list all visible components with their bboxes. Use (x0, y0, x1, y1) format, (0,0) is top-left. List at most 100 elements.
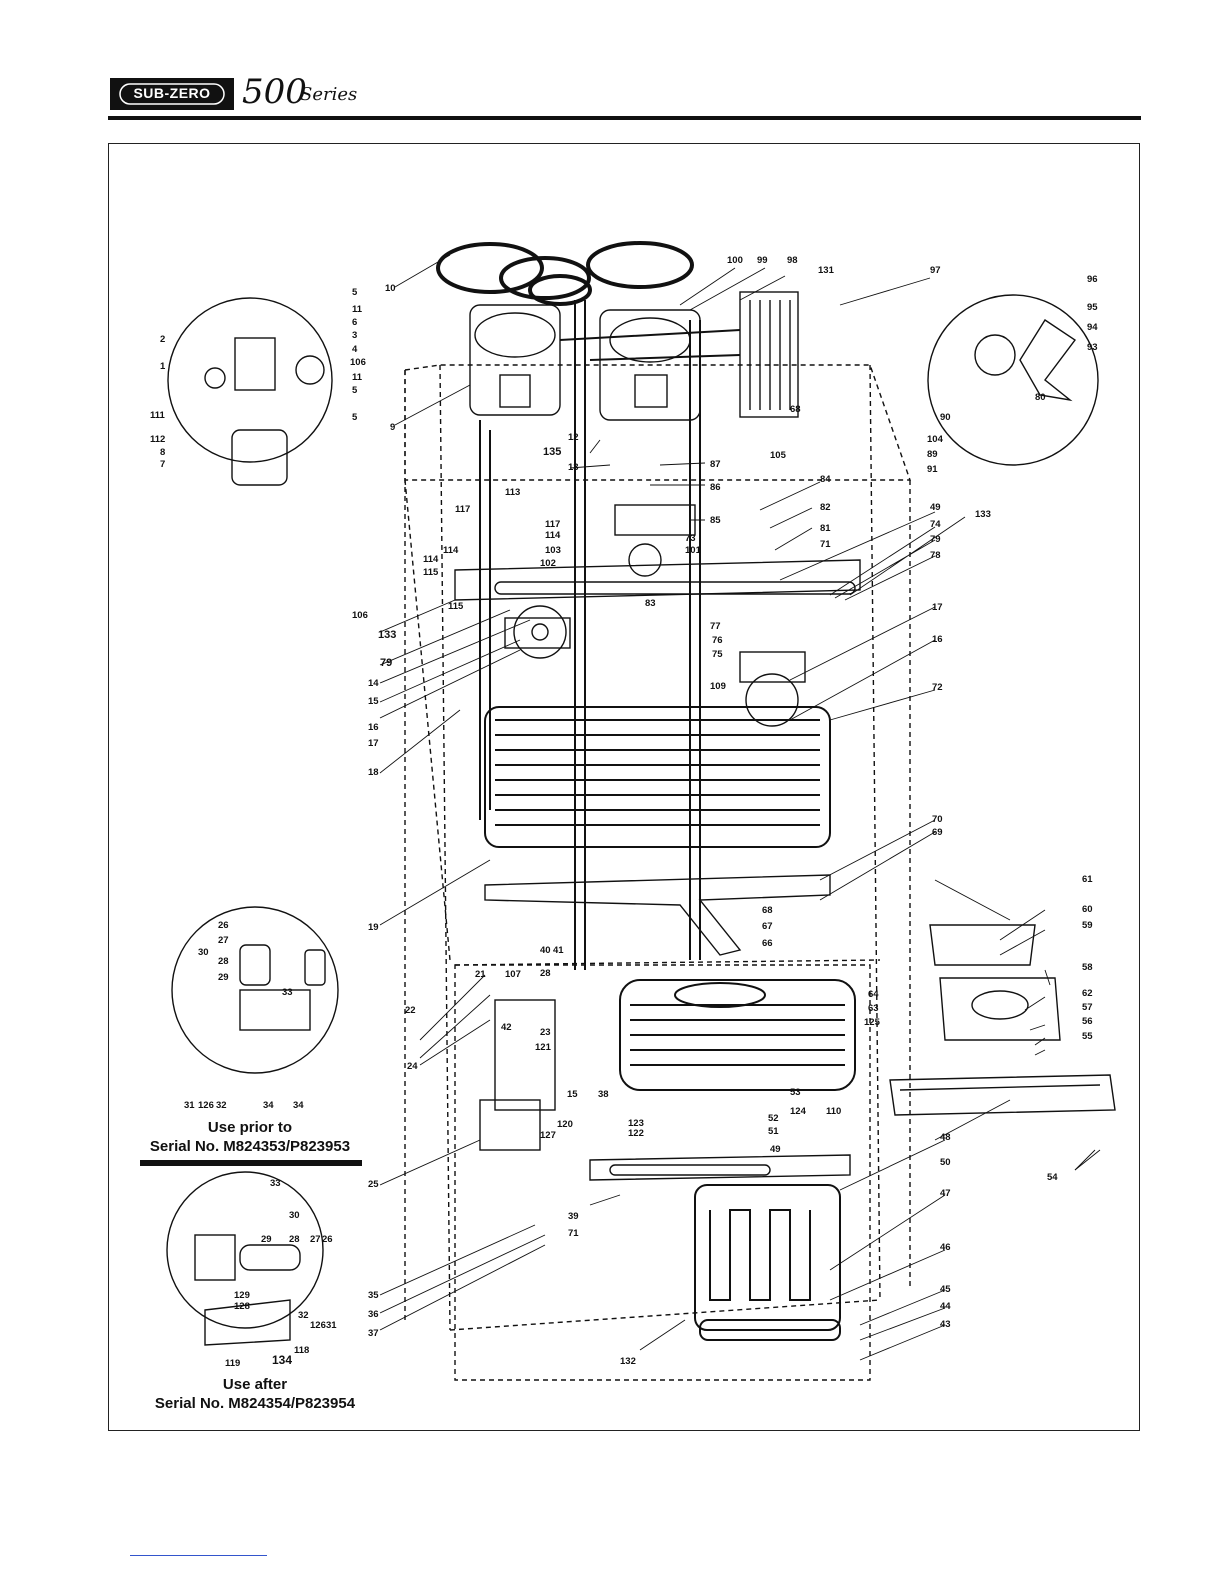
callout-labels: 5 11 6 3 4 106 11 5 5 2 1 111 112 8 7 10… (150, 255, 1098, 1369)
callout-89: 89 (927, 449, 938, 460)
callout-26a: 26 (218, 920, 229, 931)
callout-22: 22 (405, 1005, 416, 1016)
callout-35: 35 (368, 1290, 379, 1301)
callout-127: 127 (540, 1130, 556, 1141)
callout-82: 82 (820, 502, 831, 513)
relay-block (614, 504, 696, 536)
evaporator-coil (619, 979, 856, 1091)
callout-132: 132 (620, 1356, 636, 1367)
series-word: Series (300, 84, 358, 105)
footer-link-underline[interactable] (130, 1555, 267, 1556)
callout-77a: 77 (710, 621, 721, 632)
callout-99: 99 (757, 255, 768, 266)
callout-2: 2 (160, 334, 165, 345)
callout-90: 90 (940, 412, 951, 423)
callout-5c: 5 (352, 412, 358, 423)
callout-27a: 27 (218, 935, 229, 946)
callout-98: 98 (787, 255, 798, 266)
callout-128: 128 (234, 1301, 250, 1312)
callout-96: 96 (1087, 274, 1098, 285)
relay-housing (234, 337, 276, 391)
fan-bracket (929, 924, 1036, 966)
callout-85: 85 (710, 515, 721, 526)
callout-91: 91 (927, 464, 938, 475)
callout-8: 8 (160, 447, 165, 458)
callout-49a: 49 (930, 502, 941, 513)
callout-32a: 32 (216, 1100, 227, 1111)
callout-81: 81 (820, 523, 831, 534)
callout-121: 121 (535, 1042, 552, 1053)
callout-3: 3 (352, 330, 357, 341)
compressor-left (469, 304, 561, 416)
callout-31a: 31 (184, 1100, 195, 1111)
callout-53: 53 (790, 1087, 801, 1098)
callout-115a: 115 (423, 567, 439, 578)
callout-131: 131 (818, 265, 835, 276)
callout-88: 68 (790, 404, 801, 415)
drain-tray (589, 1154, 851, 1181)
callout-114b: 114 (443, 545, 459, 556)
callout-118: 118 (294, 1345, 309, 1356)
callout-45: 45 (940, 1284, 951, 1295)
fan-blade (628, 543, 662, 577)
callout-10: 10 (385, 283, 396, 294)
callout-49b: 49 (770, 1144, 781, 1155)
callout-117b: 117 (545, 519, 560, 530)
callout-79a: 79 (930, 534, 941, 545)
callout-122: 122 (628, 1128, 644, 1139)
callout-76: 76 (712, 635, 723, 646)
callout-15b: 15 (567, 1089, 578, 1100)
callout-69: 69 (932, 827, 943, 838)
callout-62: 62 (1082, 988, 1093, 999)
caption-divider (140, 1160, 362, 1166)
callout-102: 102 (540, 558, 556, 569)
callout-17a: 17 (368, 738, 379, 749)
callout-28b: 28 (218, 956, 229, 967)
caption-after: Use after Serial No. M824354/P823954 (135, 1375, 375, 1413)
callout-79b: 79 (380, 657, 392, 669)
fan-shroud (939, 977, 1061, 1041)
callout-43: 43 (940, 1319, 951, 1330)
callout-16b: 16 (932, 634, 943, 645)
callout-134: 134 (272, 1353, 292, 1367)
callout-107: 107 (505, 969, 521, 980)
detail-circle-valve-prior (171, 906, 339, 1074)
refrigerant-lines (479, 300, 741, 970)
detail-circle-fan-motor (927, 294, 1099, 466)
callout-52: 52 (768, 1113, 779, 1124)
water-valve-box (479, 1099, 541, 1151)
callout-71b: 71 (568, 1228, 579, 1239)
callout-60: 60 (1082, 904, 1093, 915)
callout-51: 51 (768, 1126, 779, 1137)
callout-63: 63 (868, 1003, 879, 1014)
callout-30b: 30 (289, 1210, 300, 1221)
callout-34a: 34 (263, 1100, 274, 1111)
callout-40: 40 (540, 945, 551, 956)
control-bracket (454, 559, 861, 601)
callout-73: 73 (685, 533, 696, 544)
defrost-heater (694, 1184, 841, 1341)
callout-34b: 34 (293, 1100, 304, 1111)
callout-106a: 106 (350, 357, 366, 368)
callout-94: 94 (1087, 322, 1098, 333)
callout-104: 104 (927, 434, 944, 445)
callout-133a: 133 (975, 509, 991, 520)
valve-coil-after (194, 1234, 236, 1281)
lower-compartment (454, 964, 871, 1381)
cabinet-outline (404, 364, 911, 1331)
callout-114c: 114 (423, 554, 439, 565)
caption-prior-line2: Serial No. M824353/P823953 (149, 1138, 351, 1155)
callout-111: 111 (150, 410, 166, 421)
callout-5b: 5 (352, 385, 358, 396)
timer-disc-left (513, 605, 567, 659)
callout-13: 13 (568, 462, 579, 473)
callout-78: 78 (930, 550, 941, 561)
callout-74: 74 (930, 519, 941, 530)
callout-6: 6 (352, 317, 357, 328)
callout-33a: 33 (282, 987, 293, 998)
callout-46: 46 (940, 1242, 951, 1253)
callout-48: 48 (940, 1132, 951, 1143)
callout-87: 87 (710, 459, 721, 470)
callout-58: 58 (1082, 962, 1093, 973)
